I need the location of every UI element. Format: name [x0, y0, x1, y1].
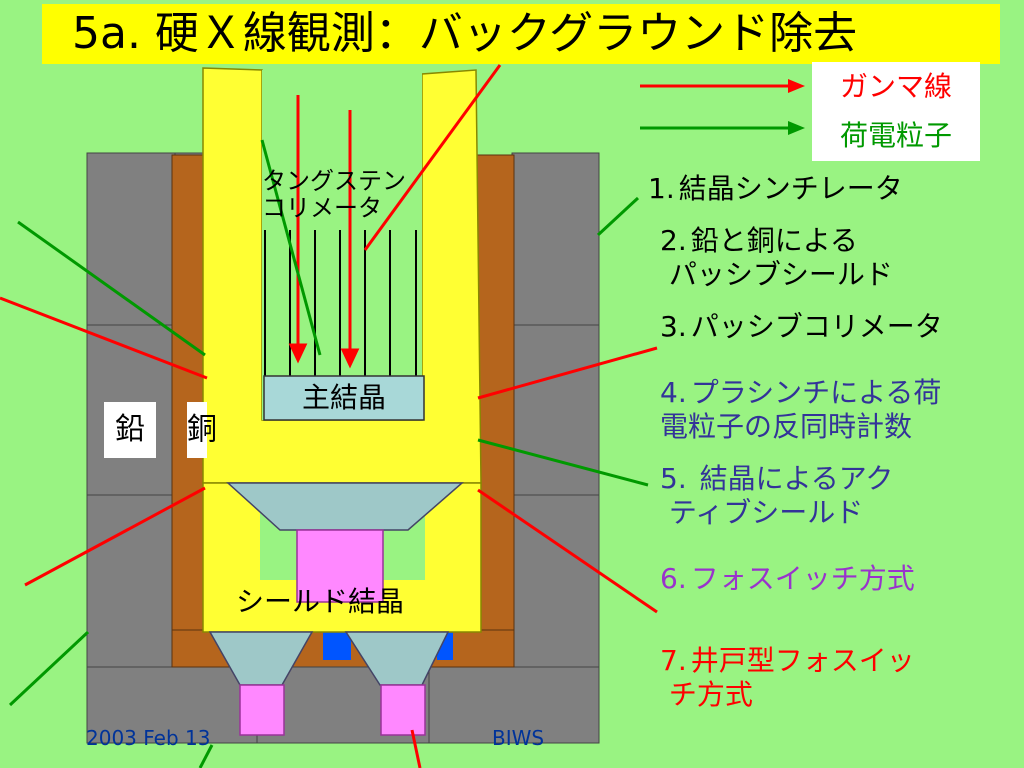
- light-guide-cone: [226, 482, 465, 531]
- collimator-label: タングステン コリメータ: [262, 168, 406, 222]
- item-1: 1.結晶シンチレータ: [648, 172, 903, 206]
- legend-arrows: [640, 79, 805, 135]
- item-3: 3.パッシブコリメータ: [660, 310, 943, 344]
- item-5-num: 5.: [660, 462, 687, 495]
- item-2-num: 2.: [660, 224, 687, 257]
- item-6-text: フォスイッチ方式: [690, 562, 915, 595]
- legend-gamma-label: ガンマ線: [839, 70, 952, 103]
- legend-charged-label: 荷電粒子: [839, 119, 952, 152]
- item-5: 5. 結晶によるアク ティブシールド: [660, 462, 893, 530]
- left-pmt: [239, 684, 285, 736]
- item-5-text: 結晶によるアク ティブシールド: [668, 462, 894, 529]
- well-interior: [262, 70, 422, 420]
- tungsten-collimator: [264, 230, 417, 376]
- item-3-text: パッシブコリメータ: [690, 310, 943, 343]
- item-3-num: 3.: [660, 310, 687, 343]
- main-crystal: [263, 375, 425, 421]
- item-7: 7.井戸型フォスイッ チ方式: [660, 644, 915, 712]
- item-1-text: 結晶シンチレータ: [678, 172, 903, 205]
- charged-particle-tracks: [8, 139, 649, 768]
- collimator-label-line1: タングステン: [262, 167, 406, 195]
- page-title: 5a. 硬Ｘ線観測：バックグラウンド除去: [72, 8, 858, 59]
- right-pmt: [380, 684, 426, 736]
- shield-crystal-label: シールド結晶: [236, 585, 405, 618]
- main-crystal-label: 主結晶: [301, 381, 386, 414]
- item-6-num: 6.: [660, 562, 687, 595]
- item-4-text: プラシンチによる荷 電粒子の反同時計数: [660, 376, 942, 443]
- item-7-num: 7.: [660, 644, 687, 677]
- footer-conf: BIWS: [492, 726, 545, 750]
- gamma-ray-tracks: [0, 64, 658, 768]
- item-4-num: 4.: [660, 376, 687, 409]
- item-7-text: 井戸型フォスイッ チ方式: [668, 644, 915, 711]
- lead-label: 鉛: [104, 402, 156, 458]
- main-pmt: [296, 529, 384, 603]
- item-2-text: 鉛と銅による パッシブシールド: [668, 224, 893, 291]
- legend-charged: 荷電粒子: [812, 111, 980, 161]
- legend-gamma: ガンマ線: [812, 62, 980, 112]
- title-bar: [42, 4, 1000, 64]
- collimator-label-line2: コリメータ: [262, 194, 382, 222]
- item-1-num: 1.: [648, 172, 675, 205]
- item-2: 2.鉛と銅による パッシブシールド: [660, 224, 893, 292]
- footer-date: 2003 Feb 13: [86, 726, 211, 750]
- copper-label: 銅: [187, 402, 217, 458]
- item-6: 6.フォスイッチ方式: [660, 562, 915, 596]
- item-4: 4.プラシンチによる荷 電粒子の反同時計数: [660, 376, 941, 444]
